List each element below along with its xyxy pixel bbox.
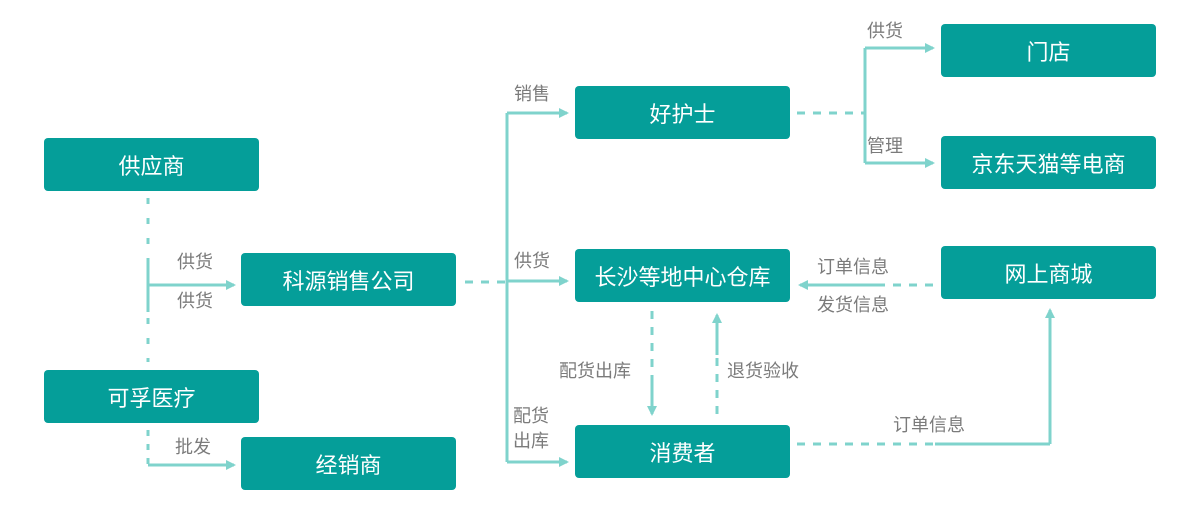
label-supply-bottom: 供货 bbox=[177, 291, 213, 312]
node-store: 门店 bbox=[941, 24, 1156, 77]
label-store-supply: 供货 bbox=[867, 21, 903, 42]
node-keyuan-sales-company: 科源销售公司 bbox=[241, 253, 456, 306]
label-supply-warehouse: 供货 bbox=[514, 251, 550, 272]
node-ecommerce: 京东天猫等电商 bbox=[941, 136, 1156, 189]
node-online-mall: 网上商城 bbox=[941, 246, 1156, 299]
label-distribute-line1: 配货 bbox=[513, 406, 549, 427]
label-distribute-line2: 出库 bbox=[513, 431, 549, 452]
node-dealer: 经销商 bbox=[241, 437, 456, 490]
label-order-info-top: 订单信息 bbox=[817, 257, 889, 278]
label-order-info-bottom: 订单信息 bbox=[893, 415, 965, 436]
node-supplier: 供应商 bbox=[44, 138, 259, 191]
label-manage: 管理 bbox=[867, 136, 903, 157]
node-kefu-medical: 可孚医疗 bbox=[44, 370, 259, 423]
label-dispatch-out: 配货出库 bbox=[559, 361, 631, 382]
node-haohushi: 好护士 bbox=[575, 86, 790, 139]
label-return-check: 退货验收 bbox=[727, 361, 799, 382]
label-wholesale: 批发 bbox=[175, 437, 211, 458]
label-sales: 销售 bbox=[514, 84, 550, 105]
node-consumer: 消费者 bbox=[575, 425, 790, 478]
label-supply-top: 供货 bbox=[177, 252, 213, 273]
node-central-warehouse: 长沙等地中心仓库 bbox=[575, 249, 790, 302]
label-ship-info: 发货信息 bbox=[817, 295, 889, 316]
